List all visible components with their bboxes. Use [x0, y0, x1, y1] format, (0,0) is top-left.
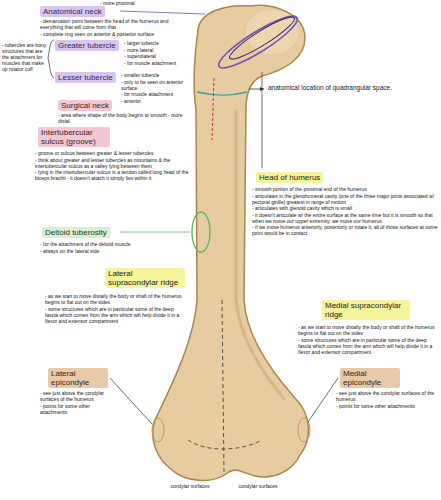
handwritten-note: - lying in the intertubercular sulcus is… [35, 169, 190, 181]
handwritten-note: - articulates in the glenohumeral cavity… [252, 193, 438, 205]
handwritten-note: - as we start to move distally the body … [298, 324, 436, 336]
part-name: Intertubercular sulcus (groove) [41, 128, 107, 146]
handwritten-note: - area where shape of the body begins to… [58, 112, 190, 124]
handwritten-note: - for muscle attachment [121, 91, 190, 97]
lateral-epicondyle-mark [152, 418, 164, 442]
handwritten-note: - some structures which are in particula… [298, 337, 436, 355]
handwritten-note: - think about greater and lesser tubercl… [35, 157, 190, 169]
handwritten-note: - more proximal [100, 0, 180, 6]
part-label: Lateral supracondylar ridge [105, 268, 185, 288]
part-name: Medial epicondyle [343, 369, 397, 387]
handwritten-note: condylar surfaces [168, 483, 212, 489]
handwritten-note: - points for some other attachments [40, 403, 116, 415]
part-label: Medial supracondylar ridge [322, 300, 410, 320]
arrowhead [260, 87, 264, 91]
surgical-neck-line [197, 92, 247, 95]
part-name: Medial supracondylar ridge [325, 301, 407, 319]
part-name: Greater tubercle [58, 41, 116, 50]
note-group: - as we start to move distally the body … [45, 293, 185, 324]
note-group: - more proximal [100, 0, 180, 7]
handwritten-note: - groove or sulcus between greater & les… [35, 150, 190, 156]
handwritten-note: - always on the lateral side [40, 248, 140, 254]
note-group: - area where shape of the body begins to… [58, 112, 190, 125]
handwritten-note: - articulates with glenoid cavity which … [252, 205, 438, 211]
part-name: Lateral epicondyle [51, 369, 105, 387]
handwritten-note: - demarcation point between the head of … [40, 18, 190, 30]
handwritten-note: - complete ring seen on anterior & poste… [40, 31, 190, 37]
part-label: Lesser tubercle [55, 72, 116, 83]
handwritten-note: - only to be seen on anterior surface [121, 79, 190, 91]
part-label: Deltoid tuberosity [42, 227, 110, 238]
leader-line [308, 378, 338, 422]
part-label: Intertubercular sulcus (groove) [38, 127, 110, 147]
condyle-divider [188, 440, 262, 449]
part-name: Deltoid tuberosity [45, 228, 107, 237]
handwritten-note: - points for some other attachments [336, 403, 436, 409]
handwritten-note: - anterior [121, 98, 190, 104]
handwritten-note: - as we start to move distally the body … [45, 293, 185, 305]
handwritten-note: - if we move humerus anteriorly, posteri… [252, 224, 438, 236]
deltoid-circle [192, 212, 210, 252]
handwritten-note: - for muscle attachment [124, 60, 190, 66]
handwritten-note: - for the attachment of the deltoid musc… [40, 241, 140, 247]
leader-line [262, 72, 263, 168]
handwritten-note: - some structures which are in particula… [45, 306, 185, 324]
note-group: - smaller tubercle- only to be seen on a… [121, 72, 190, 104]
handwritten-note: - superolateral [124, 53, 190, 59]
part-name: Lesser tubercle [58, 73, 113, 82]
handwritten-note: - larger tubercle [124, 40, 190, 46]
sulcus-line [212, 78, 214, 140]
leader-line [120, 11, 205, 14]
handwritten-note: - smaller tubercle [121, 72, 190, 78]
part-label: Anatomical neck [40, 6, 105, 17]
part-name: Head of humerus [259, 173, 320, 182]
bone-shading [236, 110, 285, 400]
tubercle-bracket [48, 40, 54, 78]
part-label: Surgical neck [58, 100, 112, 111]
part-label: Head of humerus [256, 172, 323, 183]
part-label: Lateral epicondyle [48, 368, 108, 388]
humerus-bone [153, 5, 309, 480]
note-group: - for the attachment of the deltoid musc… [40, 241, 140, 254]
note-group: - groove or sulcus between greater & les… [35, 150, 190, 182]
note-group: - tubercles are bony structures that are… [2, 42, 48, 73]
note-group: - as we start to move distally the body … [298, 324, 436, 355]
anatomical-neck-ring-inner [226, 12, 298, 64]
handwritten-note: condylar surfaces [236, 483, 280, 489]
note-group: - see just above the condylar surfaces o… [40, 390, 116, 415]
handwritten-note: - more lateral [124, 47, 190, 53]
part-name: Surgical neck [61, 101, 109, 110]
handwritten-note: - tubercles are bony structures that are… [2, 42, 48, 72]
handwritten-note: - see just above the condylar surfaces o… [40, 390, 116, 402]
dashed-midline [222, 300, 224, 472]
note-group: - demarcation point between the head of … [40, 18, 190, 37]
handwritten-note: anatomical location of quadrangular spac… [268, 84, 436, 92]
leader-line [110, 378, 152, 424]
note-group: - larger tubercle- more lateral- superol… [124, 40, 190, 66]
part-name: Lateral supracondylar ridge [108, 269, 182, 287]
handwritten-note: - smooth portion of the proximal end of … [252, 186, 438, 192]
handwritten-note: - it doesn't articulate w/ the entire su… [252, 212, 438, 224]
note-group: - smooth portion of the proximal end of … [252, 186, 438, 237]
part-label: Medial epicondyle [340, 368, 400, 388]
part-label: Greater tubercle [55, 40, 119, 51]
anatomical-neck-ring [214, 9, 303, 75]
handwritten-note: - see just above the condylar surfaces o… [336, 390, 436, 402]
note-group: - see just above the condylar surfaces o… [336, 390, 436, 409]
part-name: Anatomical neck [43, 7, 102, 16]
leader-line [120, 232, 190, 233]
